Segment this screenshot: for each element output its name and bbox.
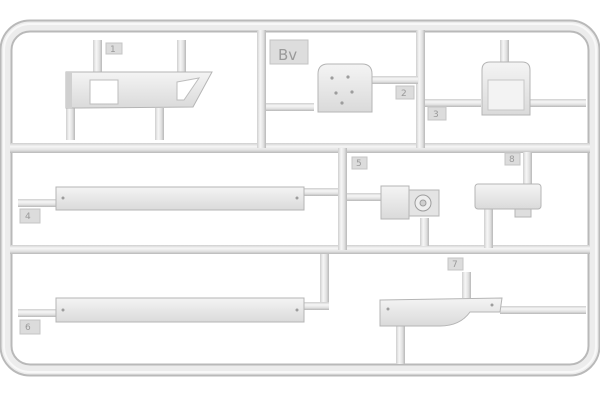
part-seat-back [425, 40, 586, 121]
part-number-labels: 1 2 3 4 5 6 7 8 [25, 45, 515, 333]
part-long-bar-upper [18, 186, 338, 224]
part-seat-pan [266, 63, 418, 113]
part-window-panel [65, 40, 213, 140]
sprue-vertical-runners [257, 30, 425, 309]
sprue-horizontal-runners [10, 143, 590, 254]
part-number-6: 6 [25, 323, 31, 333]
part-number-2: 2 [401, 89, 407, 99]
part-rounded-block [474, 152, 542, 248]
part-number-8: 8 [509, 155, 515, 165]
sprue-letter-tab: Bv [269, 39, 309, 65]
part-number-5: 5 [356, 159, 362, 169]
part-long-bar-lower [18, 297, 329, 335]
part-number-1: 1 [110, 45, 116, 55]
part-angled-plate [379, 257, 586, 364]
part-number-4: 4 [25, 212, 31, 222]
sprue-outer-frame [0, 19, 600, 377]
sprue-letter: Bv [278, 46, 297, 64]
part-number-3: 3 [433, 110, 439, 120]
part-bracket [347, 156, 440, 246]
part-number-7: 7 [452, 260, 458, 270]
